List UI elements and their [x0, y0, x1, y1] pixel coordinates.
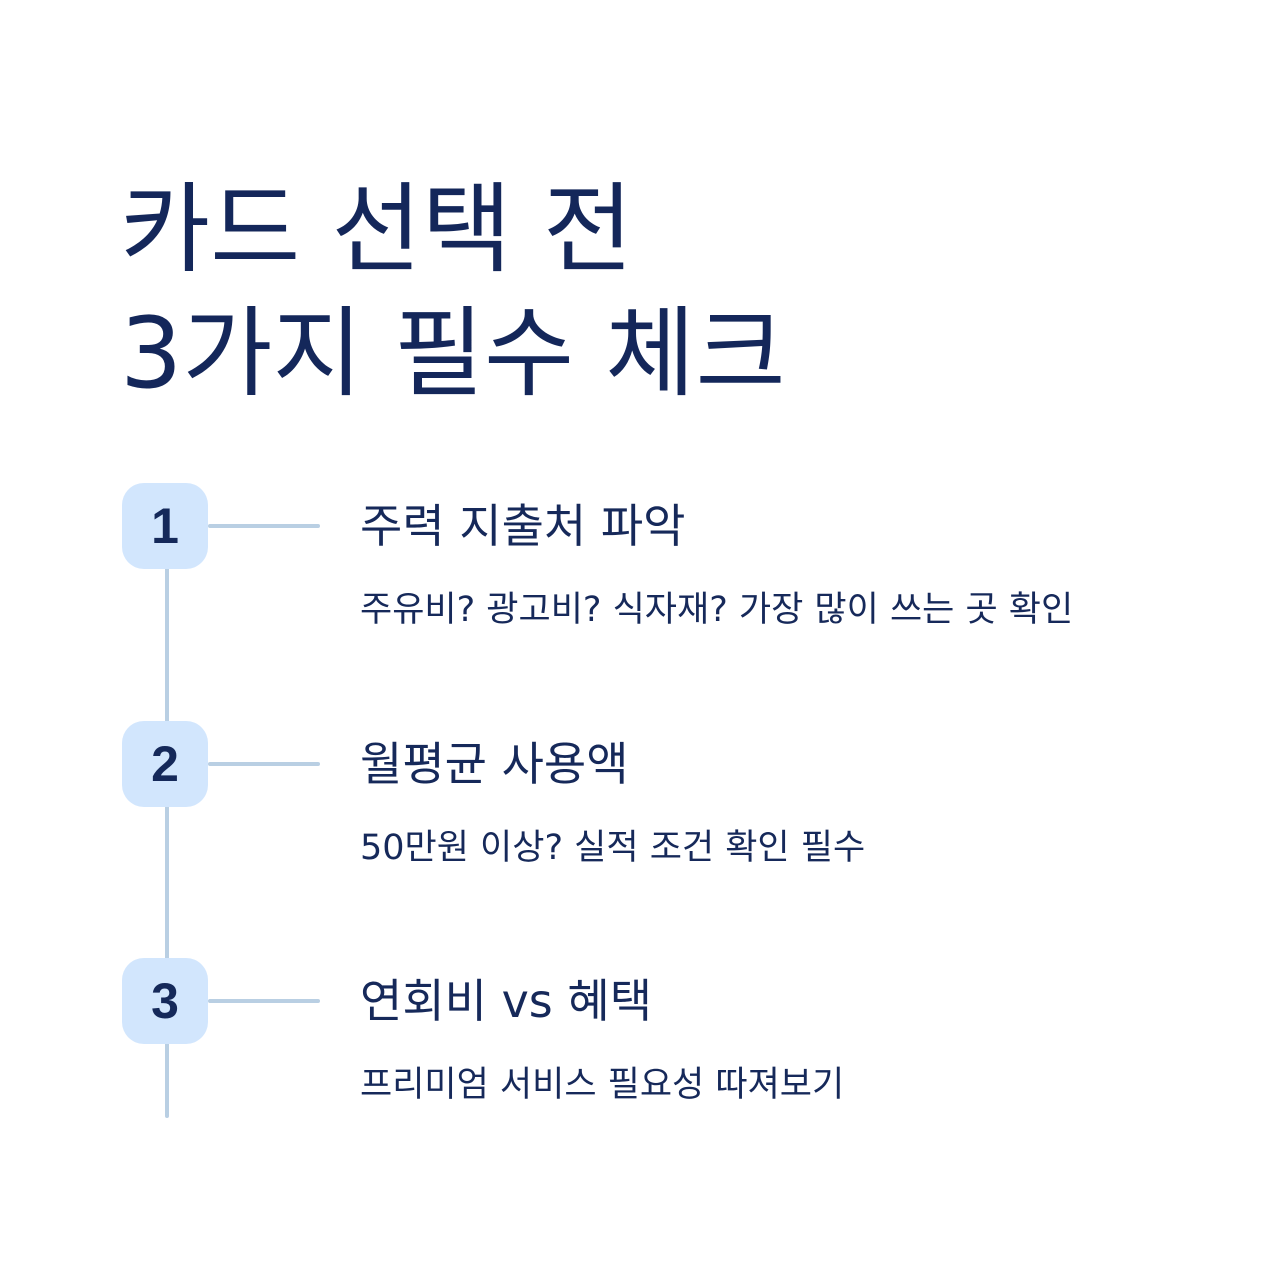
step-title: 주력 지출처 파악	[360, 499, 686, 553]
step-item-1: 1 주력 지출처 파악 주유비? 광고비? 식자재? 가장 많이 쓰는 곳 확인	[0, 483, 1280, 630]
step-number-badge: 3	[122, 958, 208, 1044]
step-item-2: 2 월평균 사용액 50만원 이상? 실적 조건 확인 필수	[0, 721, 1280, 868]
title-line-2: 3가지 필수 체크	[120, 297, 786, 411]
timeline-vertical-line	[165, 526, 169, 1118]
step-description: 50만원 이상? 실적 조건 확인 필수	[360, 828, 866, 868]
page-title: 카드 선택 전 3가지 필수 체크	[120, 168, 786, 416]
step-description: 프리미엄 서비스 필요성 따져보기	[360, 1065, 845, 1105]
title-line-1: 카드 선택 전	[120, 173, 634, 287]
step-number-badge: 2	[122, 721, 208, 807]
step-description: 주유비? 광고비? 식자재? 가장 많이 쓰는 곳 확인	[360, 590, 1074, 630]
step-connector-line	[208, 762, 320, 766]
step-number-badge: 1	[122, 483, 208, 569]
step-title: 월평균 사용액	[360, 737, 629, 791]
step-connector-line	[208, 524, 320, 528]
step-title: 연회비 vs 혜택	[360, 974, 653, 1028]
step-connector-line	[208, 999, 320, 1003]
step-item-3: 3 연회비 vs 혜택 프리미엄 서비스 필요성 따져보기	[0, 958, 1280, 1105]
